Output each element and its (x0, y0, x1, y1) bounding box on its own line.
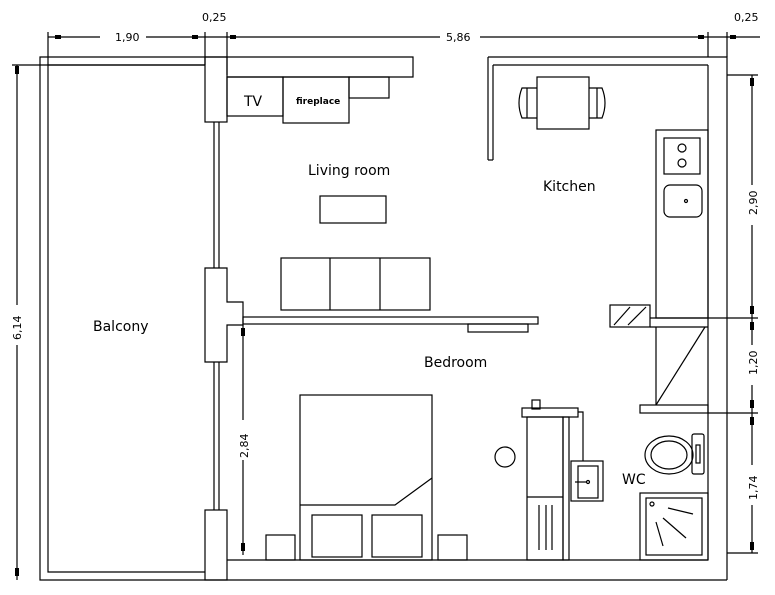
kitchen-label: Kitchen (543, 179, 596, 195)
dim-wc-height: 1,74 (747, 476, 760, 501)
dim-left-wall: 0,25 (202, 11, 227, 24)
dim-total-height: 6,14 (11, 316, 24, 341)
bedroom-dimension-line (236, 325, 250, 555)
washbasin (570, 460, 604, 502)
balcony-label: Balcony (93, 319, 149, 335)
toilet (644, 433, 705, 475)
dim-balcony-width: 1,90 (115, 31, 140, 44)
plant (494, 446, 516, 468)
dim-right-wall: 0,25 (734, 11, 759, 24)
fireplace-label: fireplace (296, 97, 340, 107)
dim-interior-width: 5,86 (446, 31, 471, 44)
coffee-table (319, 195, 387, 224)
fireplace (282, 76, 390, 124)
dim-corridor-height: 1,20 (747, 351, 760, 376)
nightstand-left (265, 534, 296, 561)
dim-kitchen-height: 2,90 (747, 191, 760, 216)
shower (639, 492, 709, 561)
dining-table (518, 76, 606, 130)
living-room-label: Living room (308, 163, 390, 179)
tv-label: TV (243, 94, 263, 110)
walls (204, 56, 728, 581)
sofa (280, 257, 431, 311)
dim-bedroom-height: 2,84 (238, 434, 251, 459)
stove (663, 137, 701, 175)
bed (299, 394, 433, 561)
bedroom-label: Bedroom (424, 355, 487, 371)
wc-label: WC (622, 472, 646, 488)
balcony-outline (39, 56, 205, 581)
wardrobe (521, 399, 584, 561)
top-dimension-line (47, 30, 760, 75)
right-dimension-line (708, 74, 759, 554)
nightstand-right (437, 534, 468, 561)
kitchen-sink (663, 184, 703, 218)
